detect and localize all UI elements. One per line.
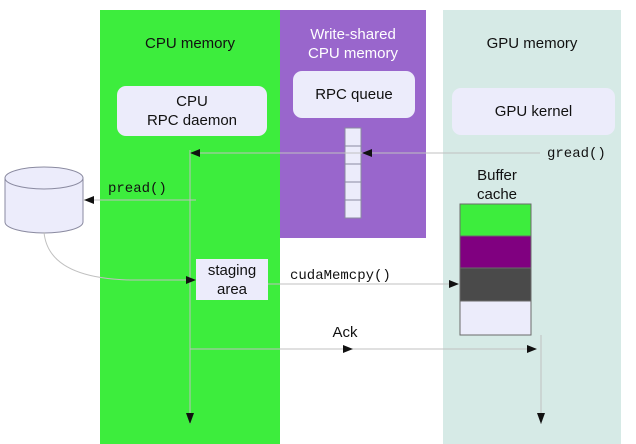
gread-arrow-into-queue xyxy=(362,149,372,157)
ack-arrow-mid xyxy=(343,345,353,353)
gread-arrow-to-daemon xyxy=(190,149,200,157)
buffer-cache-slot-4 xyxy=(459,300,532,336)
cpu-rpc-daemon-line2: RPC daemon xyxy=(146,112,238,129)
ack-label: Ack xyxy=(332,324,358,341)
shared-memory-title-line1: Write-shared xyxy=(310,26,396,43)
ack-arrow-end xyxy=(527,345,537,353)
buffer-cache-title-line2: cache xyxy=(476,186,518,203)
rpc-queue-box: RPC queue xyxy=(293,71,415,118)
gpu-kernel-label: GPU kernel xyxy=(494,103,573,120)
rpc-queue-label: RPC queue xyxy=(315,86,393,103)
buffer-cache-stack xyxy=(459,203,532,336)
cudamemcpy-arrow xyxy=(449,280,459,288)
cpu-memory-title: CPU memory xyxy=(144,35,235,52)
staging-area-box: staging area xyxy=(196,259,268,300)
pread-arrow xyxy=(84,196,94,204)
cpu-rpc-daemon-line1: CPU xyxy=(176,93,208,110)
cpu-rpc-daemon-box: CPU RPC daemon xyxy=(117,86,267,136)
buffer-cache-slot-3 xyxy=(459,267,532,302)
shared-memory-title-line2: CPU memory xyxy=(307,45,398,62)
gread-label: gread() xyxy=(547,146,606,162)
staging-area-line2: area xyxy=(216,280,248,298)
gpu-timeline-arrow xyxy=(537,413,545,424)
cudamemcpy-label: cudaMemcpy() xyxy=(290,268,391,284)
buffer-cache-slot-2 xyxy=(459,235,532,269)
buffer-cache-title-line1: Buffer xyxy=(477,167,517,184)
pread-label: pread() xyxy=(108,181,167,197)
cpu-timeline-arrow xyxy=(186,413,194,424)
disk-icon xyxy=(4,166,84,234)
disk-to-staging-arrow xyxy=(186,276,196,284)
arrowheads xyxy=(84,149,545,424)
staging-area-line1: staging xyxy=(207,261,257,279)
buffer-cache-slot-1 xyxy=(459,203,532,237)
rpc-queue-slots xyxy=(344,127,362,219)
gpu-memory-title: GPU memory xyxy=(486,35,578,52)
gpu-kernel-box: GPU kernel xyxy=(452,88,615,135)
